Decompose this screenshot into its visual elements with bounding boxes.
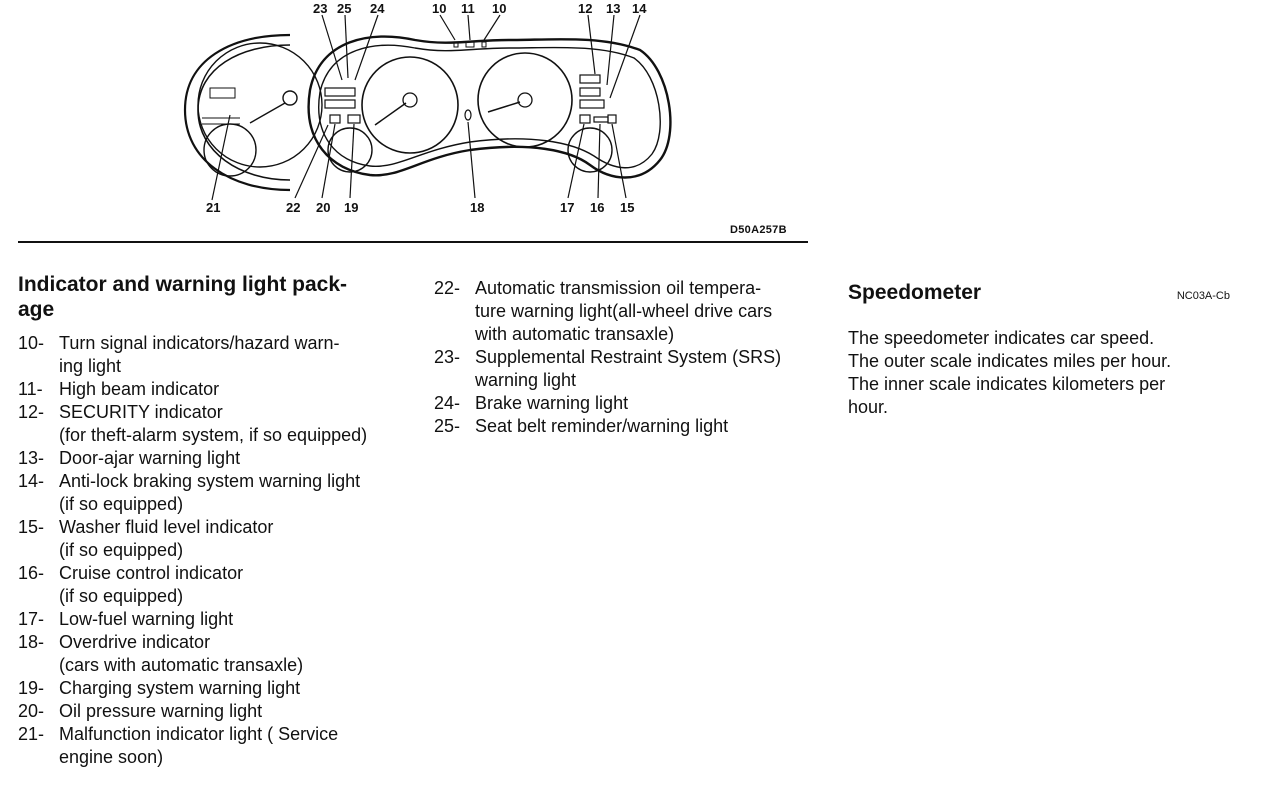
callout-number: 15 (620, 200, 634, 215)
list-item: 15- Washer fluid level indicator (if so eq… (18, 516, 408, 562)
callout-number: 24 (370, 1, 385, 16)
item-label-continued: warning light (475, 370, 577, 390)
list-item: 23- Supplemental Restraint System (SRS) wa… (434, 346, 824, 392)
item-number: 22- (434, 278, 461, 298)
list-item: 13- Door-ajar warning light (18, 447, 408, 470)
item-label: Supplemental Restraint System (SRS) (475, 347, 782, 367)
item-label: Turn signal indicators/hazard warn- (59, 333, 340, 353)
speedometer-code: NC03A-Cb (1176, 290, 1230, 302)
item-label: Anti-lock braking system warning light (59, 471, 361, 491)
indicator-package-continued: 22- Automatic transmission oil tempera-tu… (434, 277, 824, 438)
callout-number: 17 (560, 200, 574, 215)
callout-number: 10 (432, 1, 446, 16)
instrument-cluster-diagram: 23 25 24 10 11 10 12 13 14 21 22 20 19 18 17 16 15 (170, 0, 830, 220)
list-item: 20- Oil pressure warning light (18, 700, 408, 723)
callout-number: 12 (578, 1, 592, 16)
section-heading: Indicator and warning light pack- age (18, 273, 348, 321)
list-item: 11- High beam indicator (18, 378, 408, 401)
item-number: 12- (18, 402, 45, 422)
item-label: SECURITY indicator (59, 402, 223, 422)
callout-number: 10 (492, 1, 506, 16)
list-item: 10- Turn signal indicators/hazard warn-in… (18, 332, 408, 378)
callout-number: 21 (206, 200, 220, 215)
item-label: Brake warning light (475, 393, 629, 413)
item-label: Washer fluid level indicator (59, 517, 274, 537)
list-item: 22- Automatic transmission oil tempera-tu… (434, 277, 824, 346)
item-number: 21- (18, 724, 45, 744)
list-item: 19- Charging system warning light (18, 677, 408, 700)
item-number: 18- (18, 632, 45, 652)
item-label: Charging system warning light (59, 678, 301, 698)
item-label: Low-fuel warning light (59, 609, 234, 629)
item-number: 11- (18, 379, 43, 399)
list-item: 21- Malfunction indicator light ( Service… (18, 723, 408, 769)
speedometer-title: Speedometer (848, 281, 982, 304)
list-item: 12- SECURITY indicator (for theft-alarm sy… (18, 401, 408, 447)
item-number: 10- (18, 333, 45, 353)
callout-number: 16 (590, 200, 604, 215)
indicator-list-continued: 22- Automatic transmission oil tempera-tu… (434, 277, 824, 438)
item-label: Overdrive indicator (59, 632, 211, 652)
item-label: Automatic transmission oil tempera- (475, 278, 762, 298)
item-label: Seat belt reminder/warning light (475, 416, 729, 436)
item-label-continued: ture warning light(all-wheel drive cars (475, 301, 773, 321)
item-number: 17- (18, 609, 45, 629)
callout-number: 19 (344, 200, 358, 215)
callout-number: 11 (461, 1, 475, 16)
callout-number: 22 (286, 200, 300, 215)
item-label: Door-ajar warning light (59, 448, 241, 468)
item-label-continued: (for theft-alarm system, if so equipped) (59, 425, 368, 445)
speedometer-header: Speedometer NC03A-Cb (848, 280, 1230, 305)
item-label: High beam indicator (59, 379, 220, 399)
item-number: 16- (18, 563, 45, 583)
item-number: 13- (18, 448, 45, 468)
figure-code: D50A257B (730, 224, 787, 236)
item-label-continued: (cars with automatic transaxle) (59, 655, 304, 675)
item-number: 24- (434, 393, 461, 413)
item-label-continued: engine soon) (59, 747, 164, 767)
callout-number: 23 (313, 1, 327, 16)
item-number: 23- (434, 347, 461, 367)
indicator-list: 10- Turn signal indicators/hazard warn-in… (18, 332, 408, 769)
item-label-continued: (if so equipped) (59, 494, 184, 514)
callout-number: 18 (470, 200, 484, 215)
item-number: 20- (18, 701, 45, 721)
callout-number: 20 (316, 200, 330, 215)
indicator-package-section: Indicator and warning light pack- age 10… (18, 272, 408, 769)
item-label: Malfunction indicator light ( Service (59, 724, 339, 744)
item-label-continued: ing light (59, 356, 122, 376)
item-label: Cruise control indicator (59, 563, 244, 583)
item-label-continued: (if so equipped) (59, 586, 184, 606)
callout-number: 13 (606, 1, 620, 16)
callout-number: 14 (632, 1, 647, 16)
list-item: 14- Anti-lock braking system warning ligh… (18, 470, 408, 516)
list-item: 24- Brake warning light (434, 392, 824, 415)
list-item: 17- Low-fuel warning light (18, 608, 408, 631)
item-number: 19- (18, 678, 45, 698)
list-item: 16- Cruise control indicator (if so equipp… (18, 562, 408, 608)
item-label-continued: with automatic transaxle) (475, 324, 675, 344)
item-number: 14- (18, 471, 45, 491)
item-number: 15- (18, 517, 45, 537)
list-item: 25- Seat belt reminder/warning light (434, 415, 824, 438)
divider (18, 241, 808, 243)
list-item: 18- Overdrive indicator (cars with automat… (18, 631, 408, 677)
item-label-continued: (if so equipped) (59, 540, 184, 560)
item-label: Oil pressure warning light (59, 701, 263, 721)
speedometer-section: Speedometer NC03A-Cb The speedometer ind… (848, 280, 1238, 419)
item-number: 25- (434, 416, 461, 436)
callout-number: 25 (337, 1, 351, 16)
speedometer-description: The speedometer indicates car speed. The… (848, 328, 1172, 417)
